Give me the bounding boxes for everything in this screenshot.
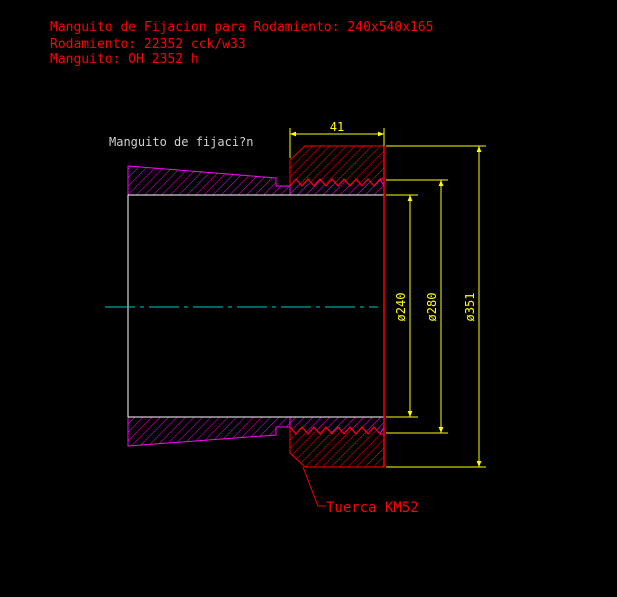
dim-bore: ø240	[386, 194, 418, 418]
dim-thread: ø280	[386, 179, 448, 434]
dim-nut-width: 41	[289, 120, 385, 158]
sleeve-label: Manguito de fijaci?n	[109, 135, 254, 149]
dim-bore-text: ø240	[394, 293, 408, 322]
nut-top-section	[289, 145, 385, 188]
dim-nut-width-text: 41	[330, 120, 344, 134]
nut-bottom-section	[289, 425, 385, 468]
dim-outer: ø351	[386, 145, 486, 468]
dim-thread-text: ø280	[425, 293, 439, 322]
dim-outer-text: ø351	[463, 293, 477, 322]
title-line-1: Manguito de Fijacion para Rodamiento: 24…	[50, 20, 434, 35]
title-line-3: Manguito: OH 2352 h	[50, 52, 199, 67]
nut-leader: Tuerca KM52	[302, 466, 419, 516]
nut-label: Tuerca KM52	[326, 500, 419, 516]
title-line-2: Rodamiento: 22352 cck/w33	[50, 37, 246, 52]
